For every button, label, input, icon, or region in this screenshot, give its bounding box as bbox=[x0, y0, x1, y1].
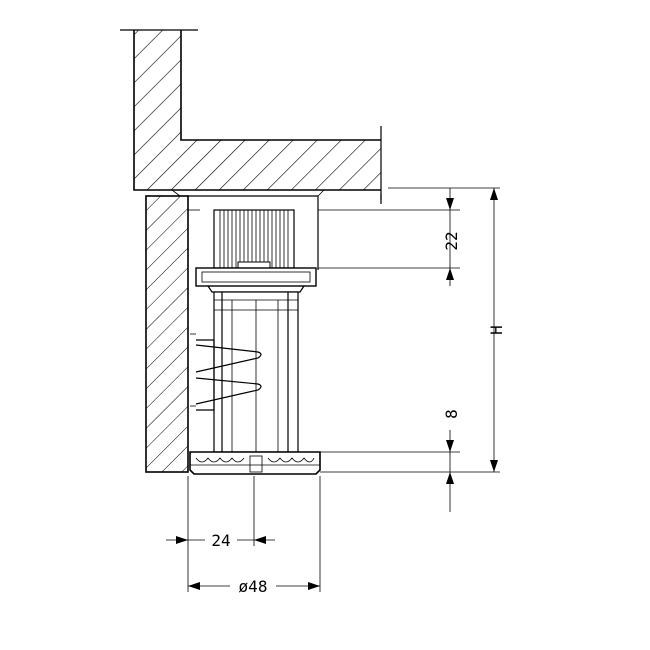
knurled-cap bbox=[213, 209, 295, 273]
foot-base-pad bbox=[189, 451, 321, 475]
dimension-base-height: 8 bbox=[442, 409, 461, 512]
dimension-top-height: 22 bbox=[442, 188, 461, 286]
horizontal-extension-lines bbox=[187, 476, 321, 592]
foot-shaft bbox=[213, 291, 299, 453]
cabinet-side-panel bbox=[145, 195, 189, 473]
connector-lines bbox=[171, 189, 325, 270]
dimension-total-height-label: H bbox=[487, 325, 506, 335]
dimension-diameter-label: ø48 bbox=[239, 577, 268, 596]
dimension-diameter: ø48 bbox=[188, 576, 320, 596]
dimension-total-height: H bbox=[487, 188, 506, 472]
dimension-half-width-label: 24 bbox=[211, 531, 230, 550]
dimension-base-height-label: 8 bbox=[442, 409, 461, 419]
cabinet-upper-section bbox=[120, 29, 382, 204]
flange-collar bbox=[195, 267, 317, 293]
mounting-clip bbox=[190, 333, 262, 411]
extension-lines bbox=[318, 187, 500, 473]
dimension-half-width: 24 bbox=[166, 530, 275, 550]
dimension-top-height-label: 22 bbox=[442, 231, 461, 250]
